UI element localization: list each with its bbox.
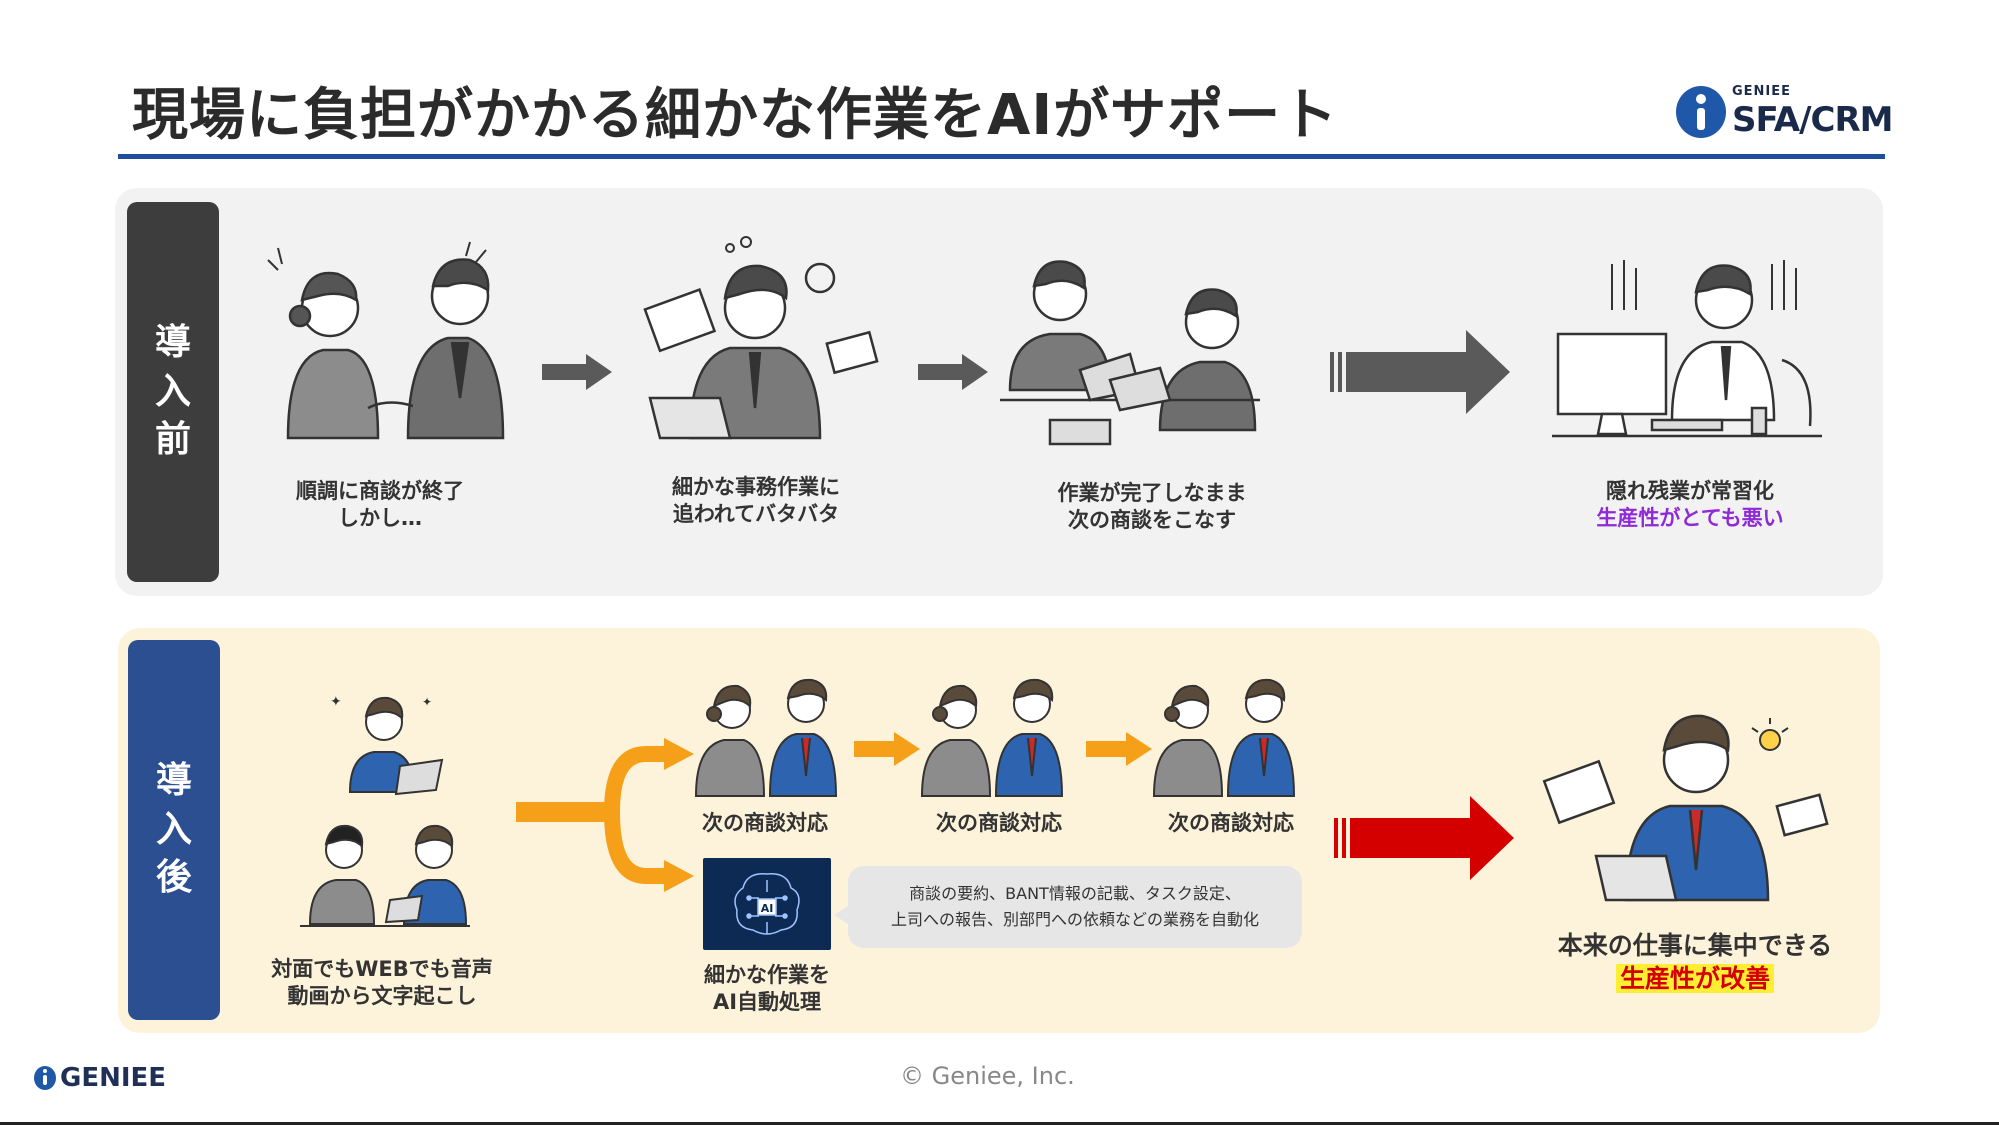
ai-automation-bubble: 商談の要約、BANT情報の記載、タスク設定、 上司への報告、別部門への依頼などの… [834, 866, 1302, 948]
desk-meeting-icon [1000, 260, 1260, 446]
footer-logo: GENIEE [34, 1063, 166, 1093]
sfa-crm-logo: GENIEE SFA/CRM [1676, 82, 1894, 144]
logo-product: SFA/CRM [1732, 100, 1894, 140]
before-step-1-caption: 順調に商談が終了しかし… [296, 479, 464, 531]
overtime-worker-icon [1552, 260, 1822, 438]
page-title: 現場に負担がかかる細かな作業をAIがサポート [132, 83, 1339, 148]
busy-worker-icon [643, 236, 879, 440]
big-arrow-right-icon [1330, 330, 1510, 414]
arrow-right-icon [854, 732, 920, 766]
arrow-right-icon [1086, 732, 1152, 766]
svg-text:✦: ✦ [422, 695, 432, 709]
handshake-pair-icon [920, 678, 1064, 797]
arrow-right-icon [918, 354, 988, 390]
bottom-divider [0, 1122, 1999, 1125]
geniee-mark-icon [34, 1066, 56, 1090]
after-panel [118, 628, 1880, 1033]
svg-text:✦: ✦ [330, 694, 342, 710]
person-handshake-icon [267, 241, 505, 440]
branch-arrow-icon [516, 738, 694, 892]
happy-worker-icon [1542, 714, 1829, 902]
web-meeting-icon: ✦✦ [330, 694, 444, 796]
before-result-caption: 隠れ残業が常習化 生産性がとても悪い [1570, 478, 1810, 533]
after-result-caption: 本来の仕事に集中できる 生産性が改善 [1557, 931, 1833, 993]
next-meeting-label-1: 次の商談対応 [702, 811, 828, 835]
big-arrow-right-red-icon [1334, 796, 1514, 880]
arrow-right-icon [542, 354, 612, 390]
after-side-label: 導 入 後 [128, 640, 220, 1020]
handshake-pair-icon [1152, 678, 1296, 797]
after-result-highlight: 生産性が改善 [1615, 963, 1774, 993]
before-step-3-caption: 作業が完了しなまま次の商談をこなす [1057, 481, 1247, 533]
ai-chip-label: AI [761, 902, 774, 915]
before-step-2-caption: 細かな事務作業に追われてバタバタ [672, 475, 840, 527]
before-result-highlight: 生産性がとても悪い [1596, 506, 1784, 531]
before-side-label: 導 入 前 [127, 202, 219, 582]
next-meeting-label-2: 次の商談対応 [936, 811, 1062, 835]
logo-brand: GENIEE [1732, 84, 1792, 99]
geniee-mark-icon [1676, 86, 1726, 138]
title-underline [118, 154, 1885, 159]
next-meeting-label-3: 次の商談対応 [1168, 811, 1294, 835]
handshake-pair-icon [694, 678, 838, 797]
face-to-face-meeting-icon [300, 824, 470, 927]
after-input-caption: 対面でもWEBでも音声動画から文字起こし [271, 957, 493, 1009]
copyright: © Geniee, Inc. [900, 1062, 1075, 1090]
ai-brain-icon: AI [703, 858, 831, 950]
